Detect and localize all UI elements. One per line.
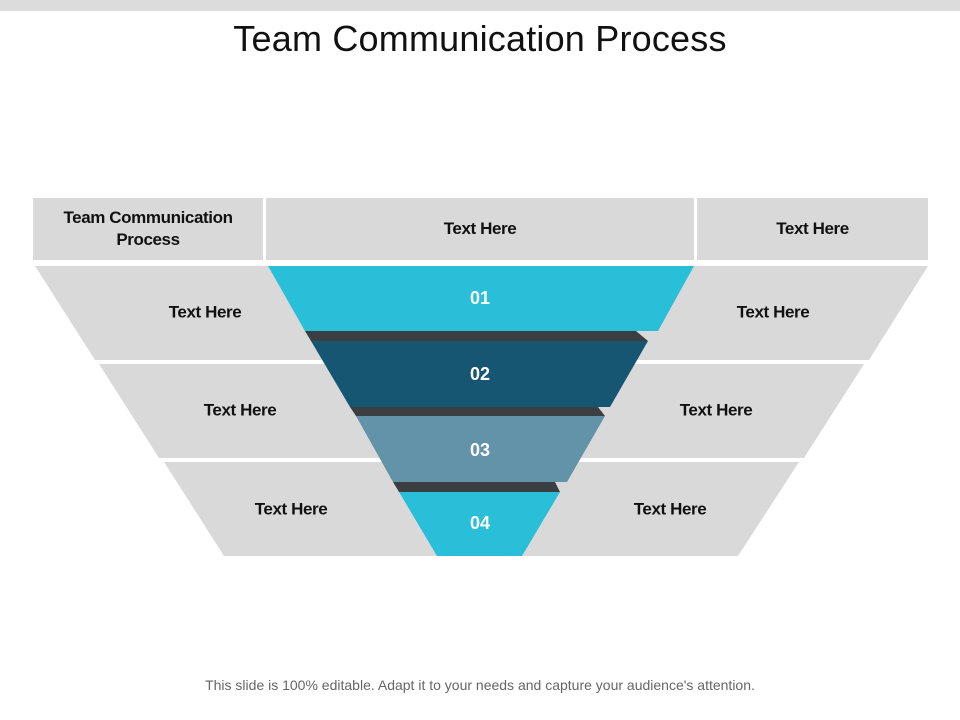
row-3-left-label: Text Here: [255, 500, 328, 519]
funnel-segment-4: [399, 492, 560, 556]
footer-note: This slide is 100% editable. Adapt it to…: [205, 677, 755, 693]
funnel-segment-2: [311, 341, 648, 407]
row-1-left-label: Text Here: [169, 303, 242, 322]
funnel-number-4: 04: [470, 513, 490, 533]
header-cell-left: Team Communication Process: [33, 198, 263, 260]
row-1-right-label: Text Here: [737, 303, 810, 322]
row-2-left-label: Text Here: [204, 401, 277, 420]
funnel-number-3: 03: [470, 440, 490, 460]
funnel-segment-1: [268, 266, 694, 331]
header-cell-center: Text Here: [266, 198, 694, 260]
header-left-label: Team Communication Process: [63, 208, 233, 249]
top-bar: [0, 0, 960, 11]
funnel-segment-3: [356, 416, 605, 482]
header-right-label: Text Here: [776, 219, 849, 238]
funnel-number-2: 02: [470, 364, 490, 384]
header-cell-right: Text Here: [697, 198, 928, 260]
header-center-label: Text Here: [443, 219, 517, 238]
funnel-shadow-1: [305, 331, 648, 341]
slide-title: Team Communication Process: [233, 18, 727, 59]
funnel-number-1: 01: [470, 288, 490, 308]
row-2-right-label: Text Here: [680, 401, 753, 420]
funnel-shadow-3: [393, 482, 560, 492]
row-3-right-label: Text Here: [634, 500, 707, 519]
funnel-shadow-2: [350, 407, 605, 416]
